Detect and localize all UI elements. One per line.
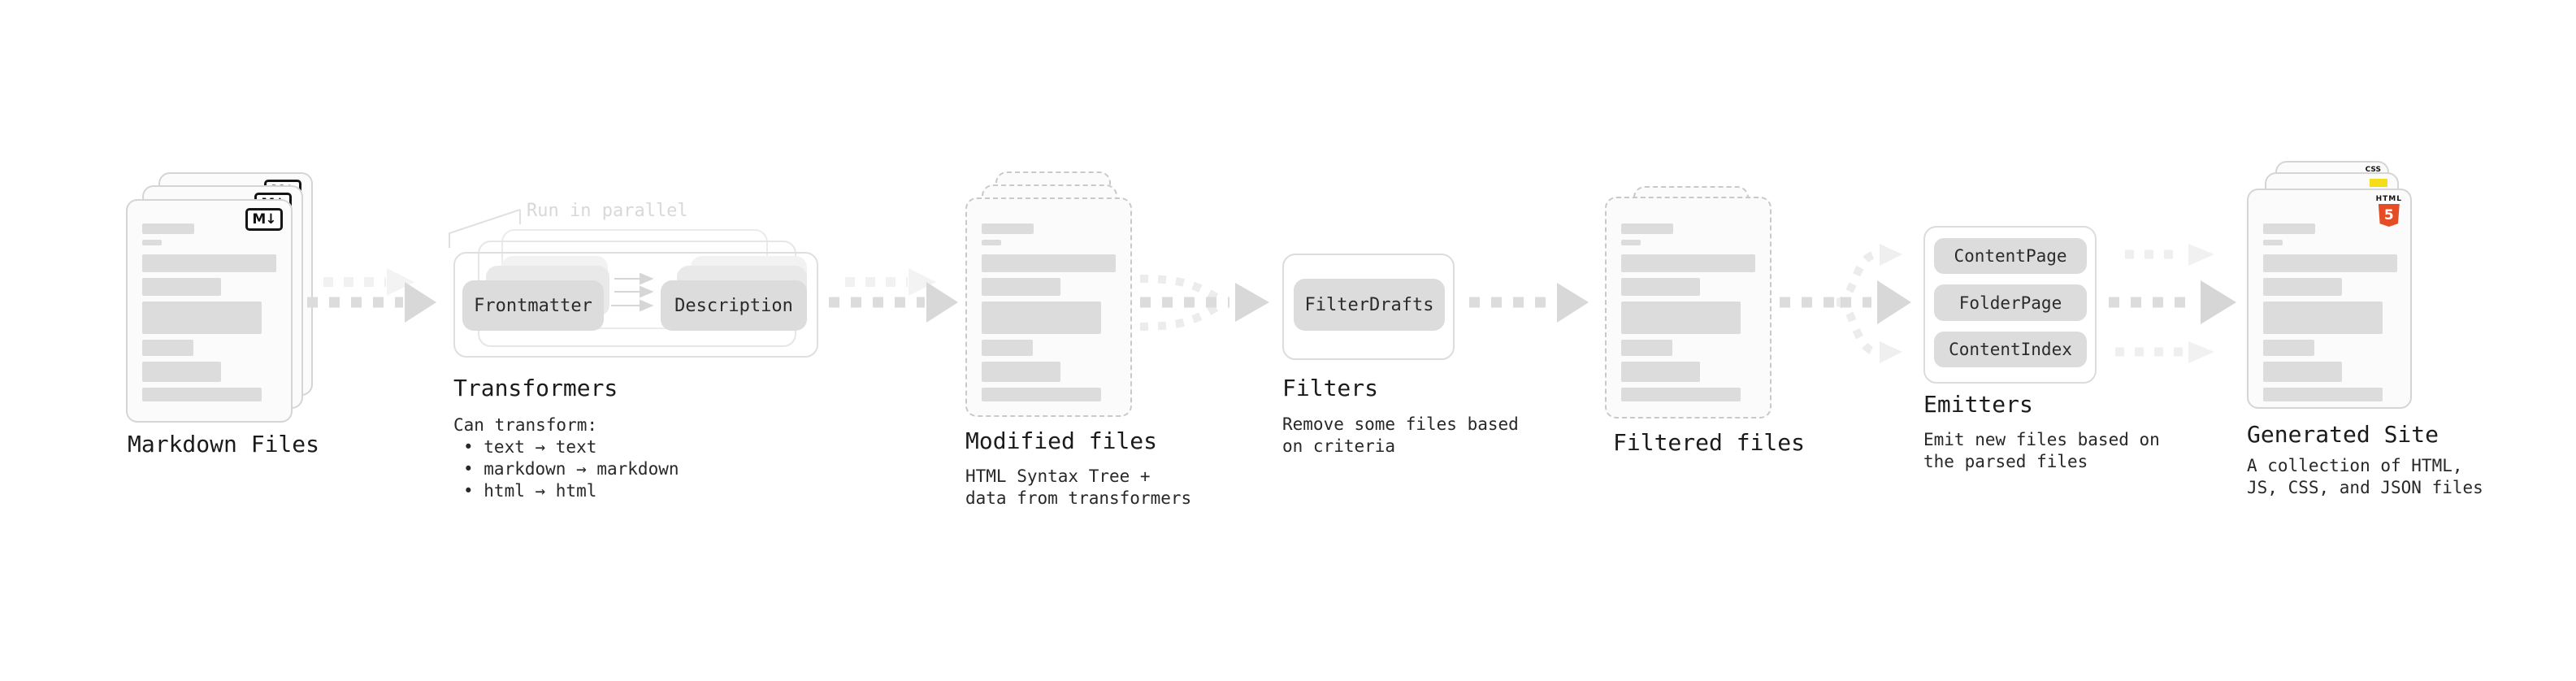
document-skeleton (142, 223, 276, 401)
emitters-subtitle-line2: the parsed files (1923, 452, 2088, 471)
flow-arrow-icon (1469, 283, 1589, 323)
html5-icon-shield: 5 (2378, 204, 2400, 227)
markdown-file-icon: M↓ (245, 208, 283, 231)
flow-arrow-icon (307, 268, 436, 323)
transformer-frame-front (453, 252, 818, 358)
document-skeleton (2263, 223, 2397, 401)
annotation-leader-line (449, 209, 521, 248)
transformers-description: Can transform: • text → text • markdown … (453, 414, 679, 502)
generated-file-card-front: HTML 5 (2247, 189, 2412, 409)
document-skeleton (1621, 223, 1755, 401)
transformer-pill-frontmatter: Frontmatter (462, 280, 604, 331)
stage-title-modified-files: Modified files (965, 427, 1158, 454)
stage-title-filtered-files: Filtered files (1613, 429, 1806, 456)
emitters-description: Emit new files based on the parsed files (1923, 429, 2160, 473)
transform-bullet: • html → html (463, 481, 597, 501)
markdown-file-card-front: M↓ (126, 199, 293, 423)
flow-arrow-icon (829, 268, 958, 323)
modified-file-card-front (965, 197, 1132, 417)
split-arrow-icon (1780, 244, 1911, 363)
modified-subtitle-line2: data from transformers (965, 488, 1192, 508)
stage-title-generated-site: Generated Site (2247, 421, 2439, 448)
filter-pill-filterdrafts: FilterDrafts (1294, 279, 1445, 331)
transform-bullet: • markdown → markdown (463, 459, 679, 479)
filtered-file-card-front (1605, 197, 1772, 419)
run-in-parallel-annotation: Run in parallel (527, 201, 688, 221)
emitters-subtitle-line1: Emit new files based on (1923, 430, 2160, 449)
stage-title-filters: Filters (1282, 375, 1379, 401)
emitter-pill-contentindex: ContentIndex (1934, 332, 2087, 367)
js-badge-icon (2370, 179, 2387, 187)
document-skeleton (982, 223, 1116, 401)
emitter-pill-contentpage: ContentPage (1934, 238, 2087, 274)
generated-subtitle-line1: A collection of HTML, (2247, 456, 2463, 475)
triple-arrow-icon (2109, 244, 2236, 363)
parallel-arrows-icon (611, 272, 654, 312)
filters-subtitle-line1: Remove some files based (1282, 414, 1519, 434)
stage-title-emitters: Emitters (1923, 391, 2033, 418)
transformer-pill-description: Description (661, 280, 807, 331)
stage-title-markdown-files: Markdown Files (128, 431, 320, 458)
merge-arrow-icon (1139, 275, 1269, 331)
filters-description: Remove some files based on criteria (1282, 414, 1519, 458)
generated-site-description: A collection of HTML, JS, CSS, and JSON … (2247, 455, 2483, 499)
modified-subtitle-line1: HTML Syntax Tree + (965, 466, 1151, 486)
generated-subtitle-line2: JS, CSS, and JSON files (2247, 478, 2483, 497)
modified-files-description: HTML Syntax Tree + data from transformer… (965, 466, 1191, 510)
transformers-intro: Can transform: (453, 415, 598, 435)
stage-title-transformers: Transformers (453, 375, 618, 401)
filters-subtitle-line2: on criteria (1282, 436, 1396, 456)
html5-icon: HTML 5 (2376, 195, 2402, 227)
transform-bullet: • text → text (463, 437, 597, 457)
html5-icon-label: HTML (2375, 195, 2402, 203)
emitter-pill-folderpage: FolderPage (1934, 284, 2087, 321)
